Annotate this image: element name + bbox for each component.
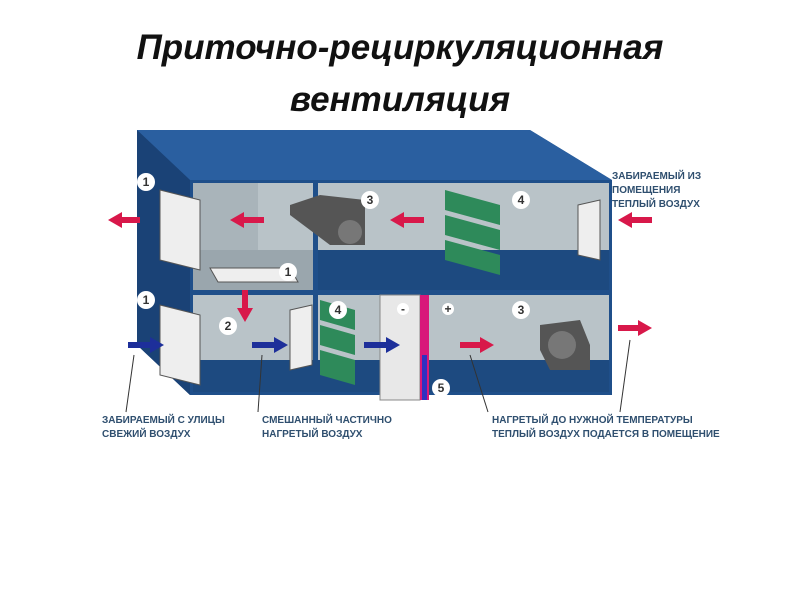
label-line: ПОМЕЩЕНИЯ <box>612 185 681 196</box>
label-line: ЗАБИРАЕМЫЙ С УЛИЦЫ <box>102 415 225 426</box>
warm-air-arrows <box>108 212 652 353</box>
marker-1c: 1 <box>143 293 150 307</box>
fan-upper <box>290 195 365 245</box>
heater-element <box>420 295 429 400</box>
label-room-warm-air: ЗАБИРАЕМЫЙ ИЗ ПОМЕЩЕНИЯ ТЕПЛЫЙ ВОЗДУХ <box>612 170 701 212</box>
label-street-fresh-air: ЗАБИРАЕМЫЙ С УЛИЦЫ СВЕЖИЙ ВОЗДУХ <box>102 414 225 442</box>
label-line: ЗАБИРАЕМЫЙ ИЗ <box>612 171 702 182</box>
minus-sign: - <box>401 302 405 316</box>
unit-top <box>137 130 612 180</box>
number-markers: 1 1 1 2 3 3 4 4 5 - + <box>137 173 530 397</box>
cooler-upper <box>445 190 500 275</box>
label-line: ТЕПЛЫЙ ВОЗДУХ ПОДАЕТСЯ В ПОМЕЩЕНИЕ <box>492 429 720 440</box>
title-line-1: Приточно-рециркуляционная <box>136 28 664 67</box>
recirculation-damper <box>209 267 299 283</box>
marker-1b: 1 <box>285 265 292 279</box>
marker-5: 5 <box>438 381 445 395</box>
marker-3a: 3 <box>367 193 374 207</box>
label-heated-air: НАГРЕТЫЙ ДО НУЖНОЙ ТЕМПЕРАТУРЫ ТЕПЛЫЙ ВО… <box>492 414 720 442</box>
label-mixed-air: СМЕШАННЫЙ ЧАСТИЧНО НАГРЕТЫЙ ВОЗДУХ <box>262 414 392 442</box>
plus-sign: + <box>444 302 451 316</box>
marker-4b: 4 <box>335 303 342 317</box>
label-line: НАГРЕТЫЙ ДО НУЖНОЙ ТЕМПЕРАТУРЫ <box>492 415 693 426</box>
leader-lines <box>125 339 631 413</box>
intake-filter-lower <box>159 304 201 386</box>
label-line: ТЕПЛЫЙ ВОЗДУХ <box>612 199 700 210</box>
marker-1a: 1 <box>143 175 150 189</box>
fan-lower <box>540 320 590 370</box>
marker-2: 2 <box>225 319 232 333</box>
title-line-2: вентиляция <box>289 80 511 119</box>
cool-air-arrows <box>128 337 400 353</box>
label-line: СМЕШАННЫЙ ЧАСТИЧНО <box>262 415 392 426</box>
room-intake-grille <box>577 199 601 261</box>
filter-panel <box>289 304 313 371</box>
label-line: СВЕЖИЙ ВОЗДУХ <box>102 429 191 440</box>
marker-3b: 3 <box>518 303 525 317</box>
intake-filter-upper <box>159 189 201 271</box>
marker-4a: 4 <box>518 193 525 207</box>
label-line: НАГРЕТЫЙ ВОЗДУХ <box>262 429 363 440</box>
